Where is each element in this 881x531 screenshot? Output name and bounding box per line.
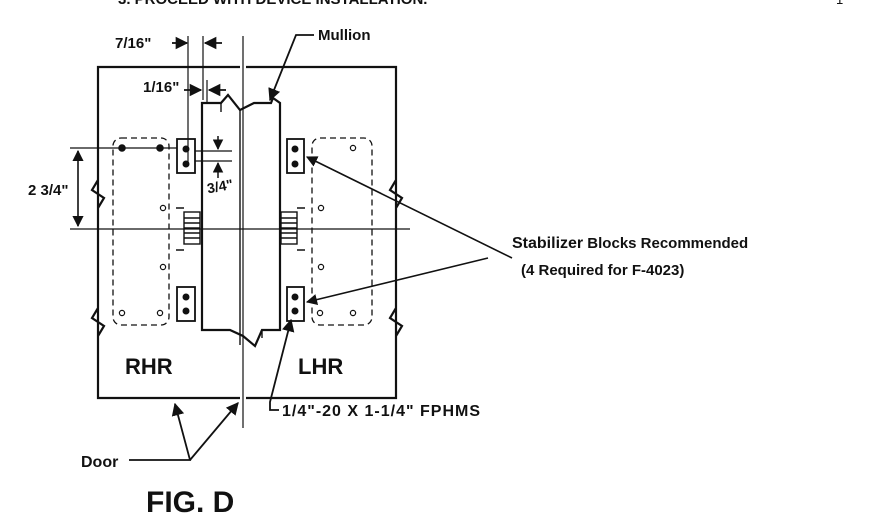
screw-leader [269, 318, 295, 411]
stabilizer-label: Stabilizer Blocks Recommended [512, 235, 748, 252]
stabilizer-leader-top [305, 156, 513, 259]
header-mark: 1 [836, 0, 843, 7]
device-hardware [176, 207, 305, 251]
mullion-leader [268, 34, 314, 102]
dim-1-16-label: 1/16" [143, 79, 179, 96]
lhr-label: LHR [298, 354, 343, 379]
left-door-outline [90, 65, 240, 400]
mullion-label: Mullion [318, 27, 371, 44]
mullion-body [200, 93, 282, 348]
mullion-step-lines [220, 103, 263, 345]
figure-caption: FIG. D [146, 486, 234, 519]
door-leader-2 [189, 402, 239, 461]
door-leader [129, 402, 192, 461]
screw-label: 1/4"-20 X 1-1/4" FPHMS [282, 403, 481, 420]
required-note: (4 Required for F-4023) [521, 262, 684, 279]
stabilizer-rest: Blocks Recommended [583, 235, 748, 252]
dim-3-4-label: 3/4" [206, 176, 234, 196]
dim-2-3-4-label: 2 3/4" [28, 182, 68, 199]
right-device-plate [311, 137, 373, 326]
stabilizer-leader-bottom [305, 257, 489, 306]
stabilizer-word: Stabilizer [512, 235, 583, 252]
header-text: 3. PROCEED WITH DEVICE INSTALLATION. [118, 0, 427, 8]
rhr-label: RHR [125, 354, 173, 379]
left-device-plate [112, 137, 170, 326]
dim-7-16-label: 7/16" [115, 35, 151, 52]
door-label: Door [81, 454, 118, 471]
